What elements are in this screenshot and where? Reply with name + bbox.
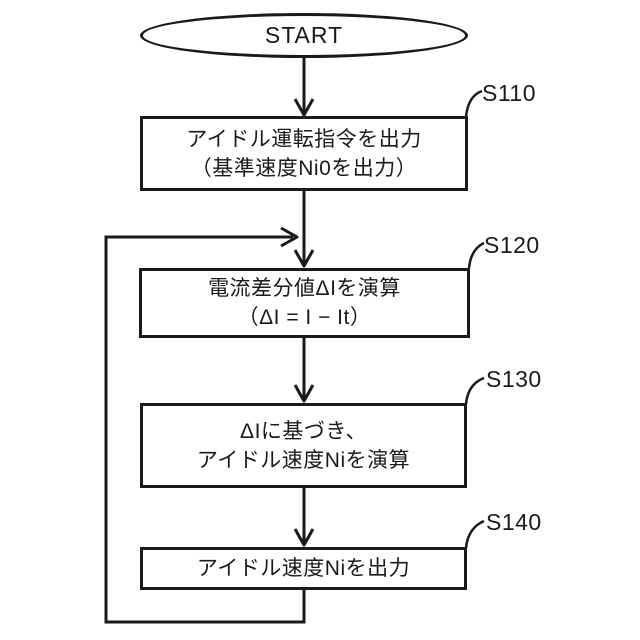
arrow-start-to-s110 xyxy=(293,57,315,117)
loop-back-connector xyxy=(104,226,306,624)
step-s130-line2: アイドル速度Niを演算 xyxy=(196,448,411,472)
arrow-s120-to-s130 xyxy=(293,337,315,403)
leader-s110 xyxy=(464,89,483,118)
step-s120-line2: （ΔI = I − It） xyxy=(237,306,372,329)
step-label-s140: S140 xyxy=(486,509,542,535)
step-s110-line1: アイドル運転指令を出力 xyxy=(186,127,422,151)
leader-s120 xyxy=(467,241,485,269)
step-s120-line1: 電流差分値ΔIを演算 xyxy=(208,277,401,300)
arrow-s110-to-s120 xyxy=(293,190,315,268)
leader-s140 xyxy=(464,519,485,549)
step-box-s130: ΔIに基づき、 アイドル速度Niを演算 xyxy=(140,403,467,488)
step-label-s110: S110 xyxy=(482,80,537,106)
start-label: START xyxy=(264,22,344,48)
step-label-s130: S130 xyxy=(486,366,542,392)
step-s110-line2: （基準速度Ni0を出力） xyxy=(190,156,418,180)
step-box-s110: アイドル運転指令を出力 （基準速度Ni0を出力） xyxy=(140,116,468,191)
leader-s130 xyxy=(464,376,485,405)
step-label-s120: S120 xyxy=(484,232,540,258)
step-s130-line1: ΔIに基づき、 xyxy=(240,419,367,443)
arrow-s130-to-s140 xyxy=(293,487,315,547)
step-s140-line1: アイドル速度Niを出力 xyxy=(196,557,411,580)
step-box-s140: アイドル速度Niを出力 xyxy=(140,547,467,590)
step-box-s120: 電流差分値ΔIを演算 （ΔI = I − It） xyxy=(139,268,470,338)
start-terminator: START xyxy=(140,13,468,58)
